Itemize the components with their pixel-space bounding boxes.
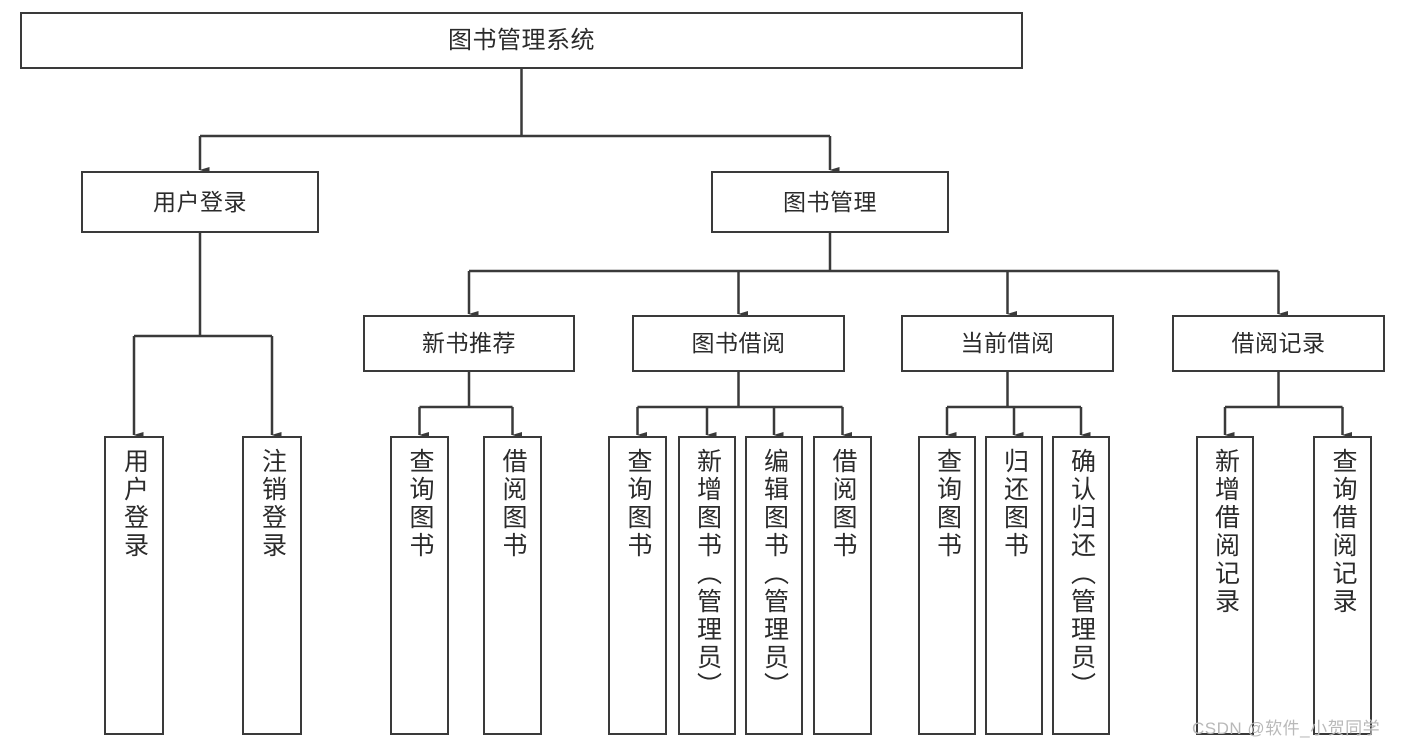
node-label: 新增图书（管理员）	[693, 448, 722, 700]
node-label: 查询图书	[406, 448, 434, 560]
node-l4[interactable]: 借阅图书	[483, 436, 542, 735]
node-newbook[interactable]: 新书推荐	[363, 315, 575, 372]
node-label: 图书借阅	[691, 330, 786, 357]
node-label: 查询借阅记录	[1329, 448, 1357, 616]
node-l13[interactable]: 查询借阅记录	[1313, 436, 1372, 735]
node-l12[interactable]: 新增借阅记录	[1196, 436, 1254, 735]
node-label: 确认归还（管理员）	[1067, 448, 1096, 700]
node-l1[interactable]: 用户登录	[104, 436, 164, 735]
node-l2[interactable]: 注销登录	[242, 436, 302, 735]
node-label: 当前借阅	[960, 330, 1055, 357]
node-label: 借阅图书	[829, 448, 857, 560]
node-label: 查询图书	[933, 448, 962, 560]
node-label: 查询图书	[624, 448, 652, 560]
node-l6[interactable]: 新增图书（管理员）	[678, 436, 736, 735]
node-label: 用户登录	[120, 448, 149, 560]
node-label: 归还图书	[1000, 448, 1029, 560]
node-root[interactable]: 图书管理系统	[20, 12, 1023, 69]
node-label: 新增借阅记录	[1211, 448, 1240, 616]
node-label: 新书推荐	[422, 330, 516, 357]
node-borrow[interactable]: 图书借阅	[632, 315, 845, 372]
node-label: 图书管理系统	[448, 26, 595, 54]
node-l3[interactable]: 查询图书	[390, 436, 449, 735]
node-bookmgmt[interactable]: 图书管理	[711, 171, 949, 233]
node-records[interactable]: 借阅记录	[1172, 315, 1385, 372]
node-label: 借阅记录	[1231, 330, 1326, 357]
node-login[interactable]: 用户登录	[81, 171, 319, 233]
node-label: 编辑图书（管理员）	[760, 448, 789, 700]
node-l7[interactable]: 编辑图书（管理员）	[745, 436, 803, 735]
node-l8[interactable]: 借阅图书	[813, 436, 872, 735]
connector-group	[132, 69, 1352, 438]
node-label: 注销登录	[258, 448, 287, 560]
node-l9[interactable]: 查询图书	[918, 436, 976, 735]
node-label: 用户登录	[153, 188, 247, 215]
node-l5[interactable]: 查询图书	[608, 436, 667, 735]
node-l11[interactable]: 确认归还（管理员）	[1052, 436, 1110, 735]
node-l10[interactable]: 归还图书	[985, 436, 1043, 735]
node-label: 图书管理	[783, 188, 877, 215]
node-current[interactable]: 当前借阅	[901, 315, 1114, 372]
node-label: 借阅图书	[499, 448, 527, 560]
